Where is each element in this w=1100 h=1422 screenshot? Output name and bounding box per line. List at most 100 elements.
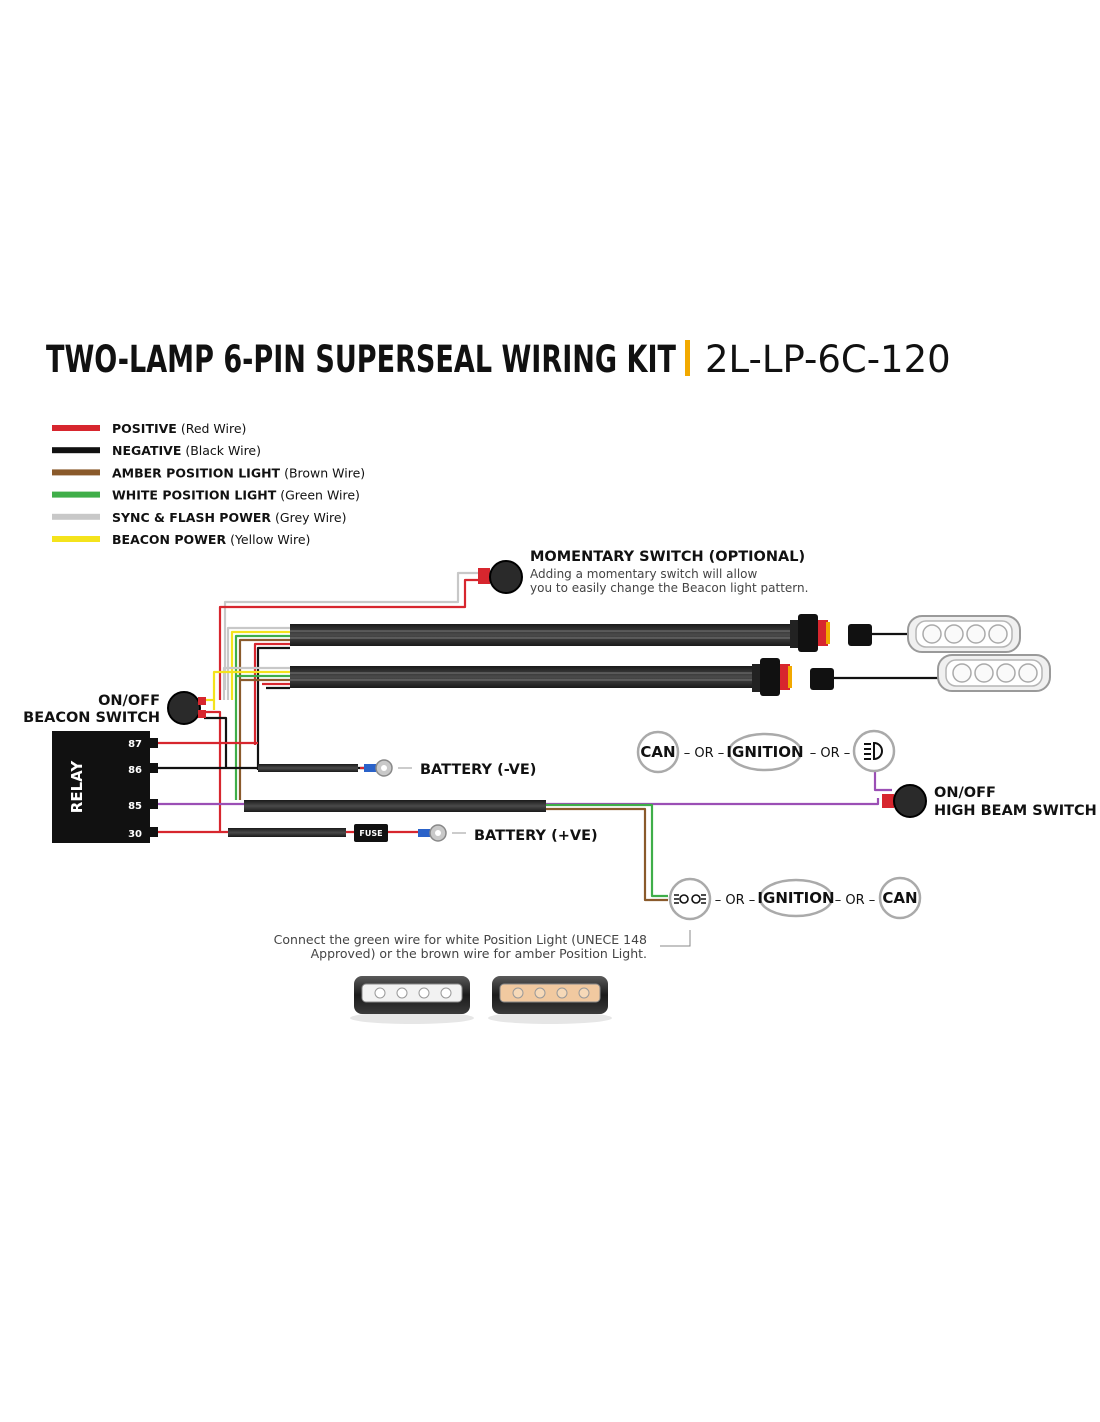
legend: POSITIVE (Red Wire)NEGATIVE (Black Wire)… (52, 421, 365, 547)
green-wire-position (545, 803, 668, 898)
beacon-lamp-1 (907, 615, 1021, 653)
brown-wire-loom1 (238, 638, 290, 800)
loom-battery-pos (228, 828, 346, 837)
note-line-2: Approved) or the brown wire for amber Po… (311, 946, 647, 961)
legend-item: BEACON POWER (Yellow Wire) (52, 532, 310, 547)
legend-label-detail: (Grey Wire) (275, 510, 346, 525)
legend-swatch (52, 491, 100, 498)
legend-label-detail: (Black Wire) (185, 443, 261, 458)
beacon-switch-line2: BEACON SWITCH (23, 710, 160, 726)
relay: RELAY 87 86 85 30 (52, 731, 158, 843)
legend-label-detail: (Red Wire) (181, 421, 247, 436)
momentary-switch (478, 560, 523, 594)
legend-label-main: BEACON POWER (112, 532, 226, 547)
page-title: TWO-LAMP 6-PIN SUPERSEAL WIRING KIT 2L-L… (46, 338, 951, 381)
position-option-ignition: IGNITION (757, 889, 834, 907)
high-beam-or-1: – OR – (684, 746, 725, 761)
legend-item: POSITIVE (Red Wire) (52, 421, 246, 436)
legend-label-detail: (Green Wire) (280, 488, 360, 503)
superseal-connector-lower (752, 658, 792, 696)
high-beam-icon (852, 729, 896, 773)
high-beam-option-can: CAN (640, 743, 675, 761)
legend-label-main: AMBER POSITION LIGHT (112, 465, 281, 480)
legend-item: SYNC & FLASH POWER (Grey Wire) (52, 510, 347, 525)
red-wire-momentary (218, 578, 485, 700)
legend-swatch (52, 469, 100, 476)
position-light-icon (668, 877, 712, 921)
beacon-switch-line1: ON/OFF (98, 693, 160, 709)
relay-pin-30: 30 (128, 829, 142, 840)
position-option-can: CAN (882, 889, 917, 907)
high-beam-or-2: – OR – (810, 746, 851, 761)
legend-item: AMBER POSITION LIGHT (Brown Wire) (52, 465, 365, 480)
loom-battery-neg (258, 764, 358, 772)
legend-label: POSITIVE (Red Wire) (112, 421, 246, 436)
grey-wire-loom2 (222, 666, 290, 700)
black-wire-loom1 (256, 646, 290, 770)
legend-item: NEGATIVE (Black Wire) (52, 443, 261, 458)
green-wire-loom1 (234, 634, 290, 800)
loom-lower (290, 666, 752, 688)
purple-wire-highbeam (873, 772, 892, 792)
fuse: FUSE (354, 824, 388, 842)
high-beam-switch-line1: ON/OFF (934, 785, 996, 801)
title-main: TWO-LAMP 6-PIN SUPERSEAL WIRING KIT (46, 338, 677, 381)
legend-label-detail: (Brown Wire) (284, 465, 365, 480)
grey-wire-loom1 (226, 626, 290, 700)
legend-label-detail: (Yellow Wire) (230, 532, 310, 547)
momentary-switch-title: MOMENTARY SWITCH (OPTIONAL) (530, 549, 805, 565)
legend-swatch (52, 425, 100, 431)
high-beam-options: CAN – OR – IGNITION – OR – (636, 729, 896, 774)
relay-pin-87: 87 (128, 739, 142, 750)
legend-swatch (52, 536, 100, 542)
beacon-switch (167, 691, 206, 725)
amber-position-lamp-icon (488, 976, 612, 1024)
legend-label: NEGATIVE (Black Wire) (112, 443, 261, 458)
legend-item: WHITE POSITION LIGHT (Green Wire) (52, 488, 360, 503)
relay-pin-85: 85 (128, 801, 142, 812)
lamp-plug-lower (810, 668, 834, 690)
title-code: 2L-LP-6C-120 (705, 338, 951, 381)
momentary-switch-desc-1: Adding a momentary switch will allow (530, 567, 758, 581)
title-separator (685, 340, 690, 376)
loom-upper (290, 624, 790, 646)
fuse-label: FUSE (359, 829, 382, 838)
grey-wire-momentary (223, 571, 485, 690)
yellow-wire-loom2 (212, 670, 290, 710)
position-or-2: – OR – (835, 893, 876, 908)
legend-label: AMBER POSITION LIGHT (Brown Wire) (112, 465, 365, 480)
beacon-lamp-2 (937, 654, 1051, 692)
legend-label: WHITE POSITION LIGHT (Green Wire) (112, 488, 360, 503)
legend-label-main: NEGATIVE (112, 443, 181, 458)
position-or-1: – OR – (715, 893, 756, 908)
legend-label: BEACON POWER (Yellow Wire) (112, 532, 310, 547)
legend-swatch (52, 447, 100, 454)
high-beam-option-ignition: IGNITION (726, 743, 803, 761)
white-position-lamp-icon (350, 976, 474, 1024)
legend-label-main: SYNC & FLASH POWER (112, 510, 271, 525)
high-beam-switch (882, 784, 927, 818)
red-wire-loom1 (253, 642, 290, 745)
relay-label: RELAY (68, 760, 86, 814)
brown-wire-position (545, 807, 668, 902)
red-wire-beacon (204, 710, 222, 832)
loom-position (244, 800, 546, 812)
battery-neg-terminal (364, 759, 412, 777)
lamp-plug-upper (848, 624, 872, 646)
yellow-wire-loom1 (230, 630, 290, 700)
black-wire-beacon (204, 716, 228, 768)
battery-pos-label: BATTERY (+VE) (474, 828, 598, 844)
note-line-1: Connect the green wire for white Positio… (274, 932, 647, 947)
position-options: – OR – IGNITION – OR – CAN (668, 876, 922, 921)
relay-pin-86: 86 (128, 765, 142, 776)
superseal-connector-upper (790, 614, 830, 652)
legend-label-main: POSITIVE (112, 421, 177, 436)
note-leader (660, 930, 691, 947)
legend-swatch (52, 513, 100, 520)
battery-pos-terminal (418, 824, 466, 842)
legend-label-main: WHITE POSITION LIGHT (112, 488, 277, 503)
momentary-switch-desc-2: you to easily change the Beacon light pa… (530, 581, 808, 595)
high-beam-switch-line2: HIGH BEAM SWITCH (934, 803, 1097, 819)
battery-neg-label: BATTERY (-VE) (420, 762, 536, 778)
